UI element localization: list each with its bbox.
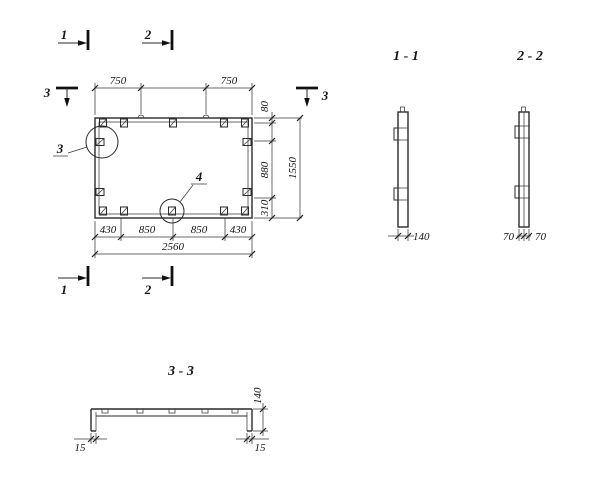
detail-callout-4: 4 <box>159 169 207 224</box>
top-dimensions: 750 750 <box>91 75 256 115</box>
callout-label-3: 3 <box>56 141 64 156</box>
section-1-1-title: 1 - 1 <box>393 49 419 64</box>
dim-850-right: 850 <box>191 224 208 236</box>
dim-2560: 2560 <box>162 241 185 253</box>
callout-leader-3 <box>67 146 88 154</box>
lifting-loop-left <box>137 114 145 119</box>
section-3-3-dimensions: 15 15 140 <box>74 387 269 454</box>
dim-880: 880 <box>259 161 271 178</box>
dim-70-right: 70 <box>535 231 547 243</box>
dim-1550: 1550 <box>287 157 299 180</box>
section-1-1-dimension: 140 <box>388 229 430 243</box>
section-2-2-title: 2 - 2 <box>516 49 543 64</box>
embedded-details-sides <box>95 138 252 196</box>
embedded-details-bottom <box>99 206 249 216</box>
callout-label-4: 4 <box>195 169 203 184</box>
detail-callout-3: 3 <box>53 125 119 159</box>
dim-850-left: 850 <box>139 224 156 236</box>
section-label-1-top: 1 <box>61 27 68 42</box>
section-label-1-bottom: 1 <box>61 282 68 297</box>
callout-leader-4 <box>179 184 194 203</box>
callout-circle-4 <box>159 198 185 224</box>
dim-310: 310 <box>259 199 271 217</box>
section-2-2-dimension: 70 70 <box>503 229 547 243</box>
dim-430-left: 430 <box>100 224 117 236</box>
section-mark-1-top: 1 <box>58 27 90 50</box>
section-1-1-view: 1 - 1 140 <box>388 49 430 243</box>
section-3-3-view: 3 - 3 15 15 <box>74 364 269 454</box>
dim-15-left: 15 <box>75 442 87 454</box>
dim-15-right: 15 <box>255 442 267 454</box>
section-2-2-view: 2 - 2 70 70 <box>503 49 547 243</box>
bottom-dimensions: 430 850 850 430 2560 <box>91 218 256 258</box>
panel-outline <box>94 117 253 219</box>
section-label-2-bottom: 2 <box>144 282 152 297</box>
section-3-3-title: 3 - 3 <box>167 364 194 379</box>
section-1-1-body <box>397 111 409 228</box>
dim-750-left: 750 <box>110 75 127 87</box>
section-label-3-right: 3 <box>321 88 329 103</box>
dim-70-left: 70 <box>503 231 515 243</box>
section-label-2-top: 2 <box>144 27 152 42</box>
callout-circle-3 <box>85 125 119 159</box>
dim-750-right: 750 <box>221 75 238 87</box>
dim-140-section33: 140 <box>252 387 264 404</box>
right-dimensions: 80 880 310 1550 <box>254 101 304 222</box>
dim-430-right: 430 <box>230 224 247 236</box>
section-3-3-detail-marks <box>101 409 239 414</box>
section-label-3-left: 3 <box>43 85 51 100</box>
embedded-details-top <box>99 118 249 128</box>
section-mark-1-bottom: 1 <box>58 266 90 297</box>
section-mark-3-right: 3 <box>296 86 329 107</box>
section-mark-3-left: 3 <box>43 85 78 107</box>
section-mark-2-top: 2 <box>142 27 174 50</box>
section-mark-2-bottom: 2 <box>142 266 174 297</box>
dim-140-section11: 140 <box>413 231 430 243</box>
panel-inner-edge <box>98 121 249 215</box>
plan-view: 3 4 750 750 <box>43 27 329 297</box>
lifting-loop-right <box>202 114 210 119</box>
dim-80: 80 <box>259 101 271 113</box>
